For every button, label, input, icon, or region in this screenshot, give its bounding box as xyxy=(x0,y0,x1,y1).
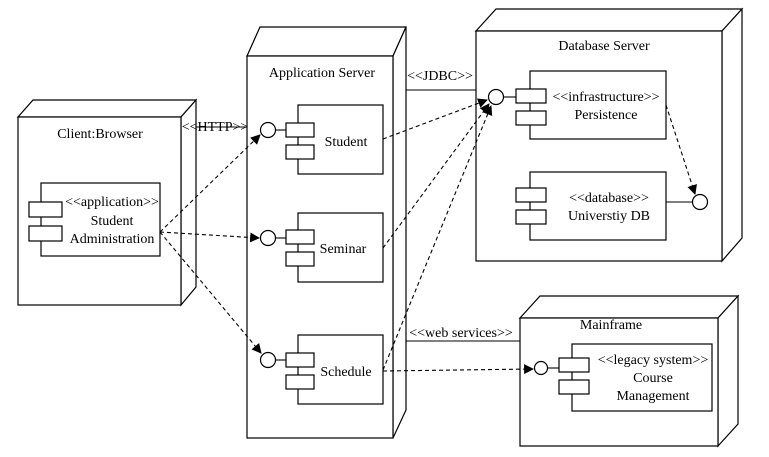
dependency-student-to-persistence xyxy=(382,98,488,140)
dependency-admin-to-student xyxy=(159,134,261,233)
course-mgmt-name-line2: Management xyxy=(616,389,689,404)
component-port-icon xyxy=(28,201,63,218)
component-port-icon xyxy=(285,144,315,160)
component-port-icon xyxy=(28,225,63,242)
course-mgmt-interface-icon xyxy=(533,360,549,376)
university-db-name: Universtiy DB xyxy=(568,209,650,224)
student-admin-name-line2: Administration xyxy=(70,232,155,247)
jdbc-label: <<JDBC>> xyxy=(407,69,473,84)
component-port-icon xyxy=(558,379,590,395)
student-component: Student xyxy=(259,104,384,175)
dependency-schedule-to-persistence xyxy=(382,105,493,371)
schedule-interface-icon xyxy=(259,351,277,369)
component-port-icon xyxy=(515,88,547,104)
mainframe-title: Mainframe xyxy=(580,318,642,333)
university-db-stereotype: <<database>> xyxy=(569,191,649,206)
course-mgmt-name-line1: Course xyxy=(633,371,673,386)
seminar-label: Seminar xyxy=(320,242,367,257)
component-port-icon xyxy=(558,357,590,373)
component-port-icon xyxy=(515,209,547,225)
component-port-icon xyxy=(515,187,547,203)
http-label: <<HTTP>> xyxy=(182,120,249,135)
student-administration-component: <<application>> Student Administration xyxy=(28,182,161,257)
student-admin-stereotype: <<application>> xyxy=(65,195,159,210)
client-browser-title: Client:Browser xyxy=(57,127,143,142)
web-services-label: <<web services>> xyxy=(409,326,513,341)
persistence-name: Persistence xyxy=(575,108,638,123)
student-admin-name-line1: Student xyxy=(91,214,134,229)
student-label: Student xyxy=(325,135,368,150)
dependency-persistence-to-university-db xyxy=(665,104,697,195)
dependency-admin-to-seminar xyxy=(159,231,260,243)
persistence-interface-icon xyxy=(487,88,505,106)
component-port-icon xyxy=(285,122,315,138)
dependency-admin-to-schedule xyxy=(159,231,262,354)
seminar-component: Seminar xyxy=(259,212,384,283)
component-port-icon xyxy=(515,110,547,126)
component-port-icon xyxy=(285,374,315,390)
course-management-component: <<legacy system>> Course Management xyxy=(533,343,713,412)
university-db-interface-icon xyxy=(691,193,709,211)
component-port-icon xyxy=(285,251,315,267)
dependency-seminar-to-persistence xyxy=(382,103,490,249)
application-server-title: Application Server xyxy=(269,66,375,81)
component-port-icon xyxy=(285,229,315,245)
schedule-component: Schedule xyxy=(259,334,384,405)
university-db-component: <<database>> Universtiy DB xyxy=(515,171,709,241)
persistence-stereotype: <<infrastructure>> xyxy=(553,90,660,105)
student-interface-icon xyxy=(259,121,277,139)
schedule-label: Schedule xyxy=(320,365,371,380)
component-port-icon xyxy=(285,352,315,368)
database-server-title: Database Server xyxy=(558,39,650,54)
course-mgmt-stereotype: <<legacy system>> xyxy=(598,353,709,368)
persistence-component: <<infrastructure>> Persistence xyxy=(487,70,667,140)
seminar-interface-icon xyxy=(259,229,277,247)
